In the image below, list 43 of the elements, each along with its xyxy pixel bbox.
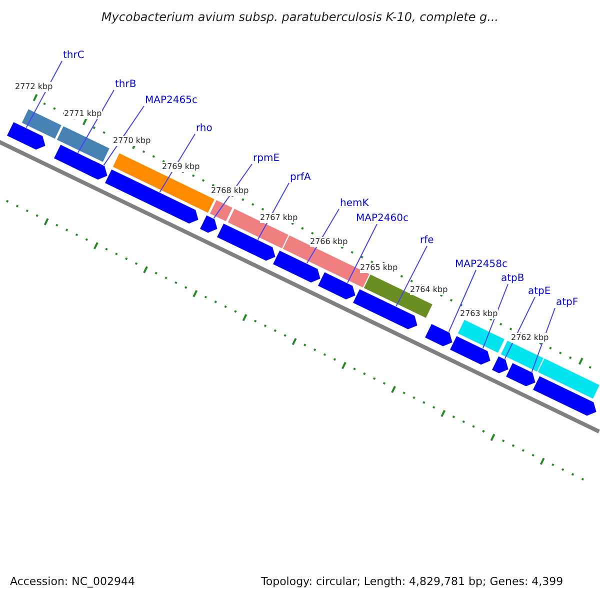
scale-label: 2771 kbp	[64, 109, 102, 119]
scale-label: 2769 kbp	[162, 162, 200, 172]
gene-label: rho	[196, 123, 212, 135]
scale-label: 2762 kbp	[511, 333, 549, 343]
footer-text: Topology: circular; Length: 4,829,781 bp; Genes: 4,399	[261, 575, 564, 588]
gene-label: thrC	[63, 50, 84, 62]
leader-line	[347, 224, 378, 284]
gene-feature	[105, 170, 198, 224]
scale-label: 2764 kbp	[410, 285, 448, 295]
scale-label: 2763 kbp	[460, 309, 498, 319]
gene-feature	[7, 122, 46, 150]
gene-label: MAP2458c	[455, 259, 508, 271]
gene-feature	[533, 376, 596, 416]
footer-text: Accession: NC_002944	[10, 575, 136, 588]
scale-label: 2770 kbp	[113, 136, 151, 146]
leader-line	[77, 90, 114, 154]
leader-line	[396, 246, 428, 307]
gene-label: prfA	[290, 172, 311, 184]
gene-label: atpF	[556, 297, 578, 309]
scale-label: 2772 kbp	[15, 82, 53, 92]
gene-feature	[492, 356, 508, 374]
gene-feature	[318, 272, 356, 300]
title: Mycobacterium avium subsp. paratuberculosis K-10, complete g...	[101, 10, 499, 25]
gene-label: thrB	[115, 79, 136, 91]
scale-label: 2766 kbp	[310, 237, 348, 247]
gene-feature	[273, 250, 320, 282]
scale-label: 2765 kbp	[360, 263, 398, 273]
leader-line	[448, 270, 476, 332]
gene-label: hemK	[340, 198, 369, 210]
scale-label: 2768 kbp	[211, 186, 249, 196]
gene-feature	[506, 363, 536, 386]
gene-feature	[425, 324, 452, 346]
gene-label: rpmE	[253, 153, 280, 165]
gene-label: MAP2465c	[145, 95, 198, 107]
gene-label: rfe	[420, 235, 434, 247]
gene-feature	[217, 224, 276, 261]
scale-label: 2767 kbp	[260, 213, 298, 223]
gene-feature	[450, 336, 490, 365]
gene-label: atpE	[528, 286, 551, 298]
gene-label: atpB	[501, 273, 524, 285]
gene-feature	[200, 215, 218, 233]
gene-label: MAP2460c	[356, 213, 408, 225]
leader-line	[482, 284, 508, 349]
